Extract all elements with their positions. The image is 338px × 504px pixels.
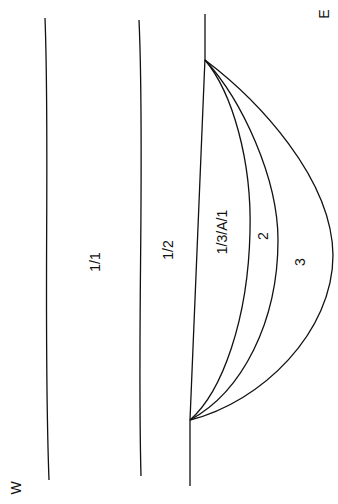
layer-label: 3 <box>293 258 307 266</box>
layer-boundary <box>139 20 141 476</box>
layer-label: 1/3/A/1 <box>215 210 229 254</box>
lens-boundary <box>190 60 333 420</box>
layer-label: 2 <box>256 232 270 240</box>
layer-boundary <box>45 18 49 480</box>
layer-label: 1/1 <box>88 252 102 271</box>
layer-label: 1/2 <box>161 240 175 259</box>
compass-direction: E <box>317 9 331 18</box>
lens-boundary <box>190 60 250 420</box>
compass-direction: W <box>9 481 23 494</box>
